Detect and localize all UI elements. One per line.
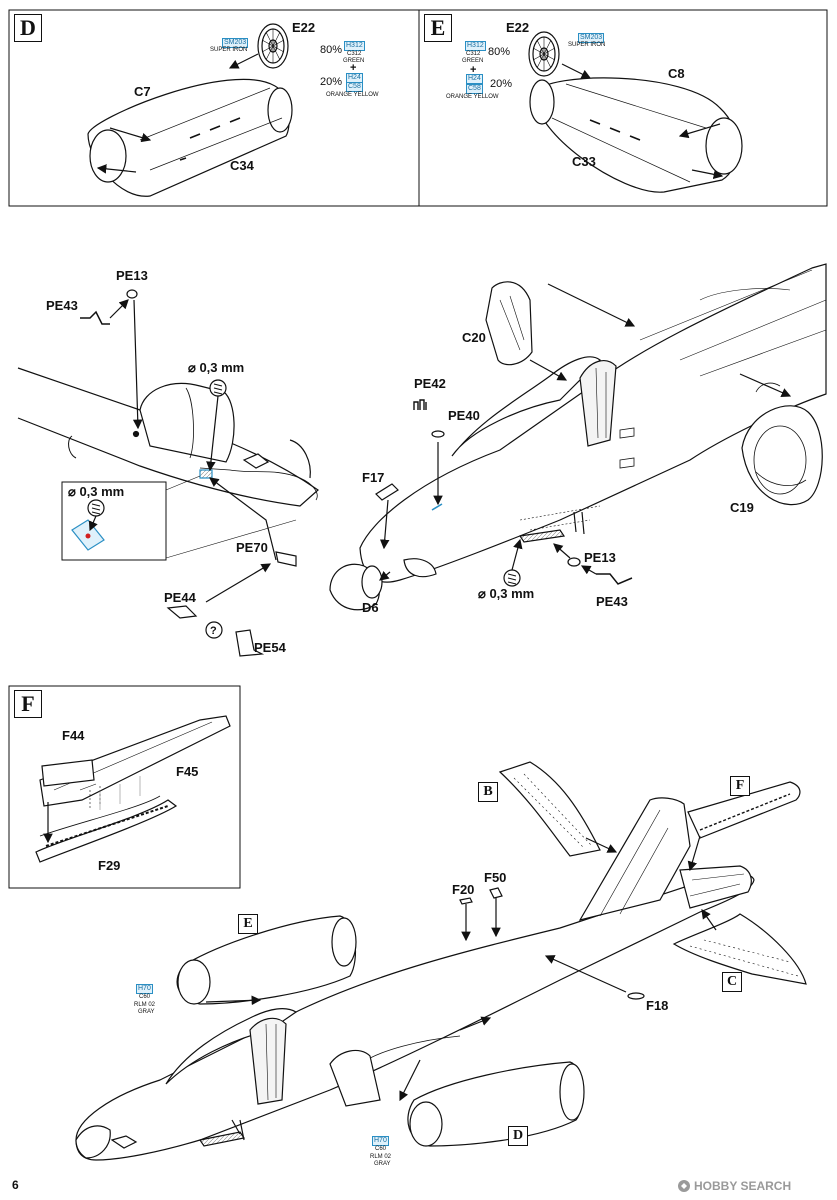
paint-code-c58: C58 — [346, 82, 363, 92]
drill-size-label: ⌀ 0,3 mm — [188, 360, 245, 375]
paint-code-h70: H70 — [372, 1136, 389, 1146]
paint-code-c312: C312 — [466, 51, 481, 57]
paint-name-green: GREEN — [462, 58, 484, 64]
part-label-f44: F44 — [62, 728, 85, 743]
part-label-c19: C19 — [730, 500, 754, 515]
paint-ratio-80: 80% — [488, 46, 511, 58]
part-label-pe42: PE42 — [414, 376, 446, 391]
drill-size-label: ⌀ 0,3 mm — [478, 586, 535, 601]
paint-name-green: GREEN — [343, 58, 365, 64]
frame-step-f — [8, 685, 241, 889]
part-label-c7: C7 — [134, 84, 151, 99]
part-label-f18: F18 — [646, 998, 669, 1013]
ref-step-c: C — [722, 972, 742, 992]
paint-name-super-iron: SUPER IRON — [568, 42, 606, 48]
paint-code-h312: H312 — [344, 41, 365, 51]
paint-ratio-20: 20% — [490, 78, 513, 90]
ref-step-d: D — [508, 1126, 528, 1146]
part-label-e22: E22 — [506, 20, 530, 35]
paint-code-sm203: SM203 — [222, 38, 249, 48]
ref-step-b: B — [478, 782, 498, 802]
part-label-c20: C20 — [462, 330, 486, 345]
part-label-pe43: PE43 — [596, 594, 628, 609]
watermark-logo-icon — [678, 1180, 690, 1192]
paint-ratio-20: 20% — [320, 76, 343, 88]
part-label-c34: C34 — [230, 158, 254, 173]
paint-code-h70: H70 — [136, 984, 153, 994]
part-label-d6: D6 — [362, 600, 379, 615]
part-label-f17: F17 — [362, 470, 385, 485]
paint-plus: + — [470, 64, 477, 76]
paint-name-orange-yellow: ORANGE YELLOW — [446, 94, 499, 100]
step-d-marker: D — [14, 14, 42, 42]
paint-plus: + — [350, 62, 357, 74]
part-label-pe54: PE54 — [254, 640, 286, 655]
paint-code-c312: C312 — [347, 51, 362, 57]
page-number: 6 — [12, 1178, 19, 1192]
paint-code-c60: C60 — [375, 1146, 387, 1152]
step-e-marker: E — [424, 14, 452, 42]
paint-name-orange-yellow: ORANGE YELLOW — [326, 92, 379, 98]
ref-step-f: F — [730, 776, 750, 796]
paint-name-rlm02: RLM 02 — [370, 1154, 392, 1160]
drill-size-label: ⌀ 0,3 mm — [68, 484, 125, 499]
paint-code-sm203: SM203 — [578, 33, 605, 43]
middle-right-drawing — [329, 263, 827, 611]
paint-code-c58: C58 — [466, 84, 483, 94]
paint-name-rlm02: RLM 02 — [134, 1002, 156, 1008]
part-label-pe40: PE40 — [448, 408, 480, 423]
paint-name-super-iron: SUPER IRON — [210, 47, 248, 53]
part-label-c33: C33 — [572, 154, 596, 169]
paint-name-gray: GRAY — [374, 1161, 391, 1167]
svg-text:?: ? — [210, 625, 217, 637]
step-d-drawing — [87, 23, 293, 197]
part-label-f50: F50 — [484, 870, 507, 885]
paint-ratio-80: 80% — [320, 44, 343, 56]
paint-code-h312: H312 — [465, 41, 486, 51]
part-label-f45: F45 — [176, 764, 199, 779]
part-label-pe43: PE43 — [46, 298, 78, 313]
part-label-pe70: PE70 — [236, 540, 268, 555]
part-label-pe44: PE44 — [164, 590, 196, 605]
watermark-text: HOBBY SEARCH — [694, 1179, 792, 1193]
paint-code-h24: H24 — [466, 74, 483, 84]
paint-name-gray: GRAY — [138, 1009, 155, 1015]
part-label-pe13: PE13 — [116, 268, 148, 283]
part-label-c8: C8 — [668, 66, 685, 81]
step-f-drawing — [35, 715, 231, 863]
paint-code-c60: C60 — [139, 994, 151, 1000]
part-label-f29: F29 — [98, 858, 121, 873]
bottom-aircraft-drawing — [75, 761, 807, 1161]
ref-step-e: E — [238, 914, 258, 934]
part-label-e22: E22 — [292, 20, 316, 35]
step-e-drawing — [528, 31, 743, 193]
part-label-f20: F20 — [452, 882, 475, 897]
part-label-pe13: PE13 — [584, 550, 616, 565]
middle-left-drawing: ? — [17, 289, 319, 657]
step-f-marker: F — [14, 690, 42, 718]
